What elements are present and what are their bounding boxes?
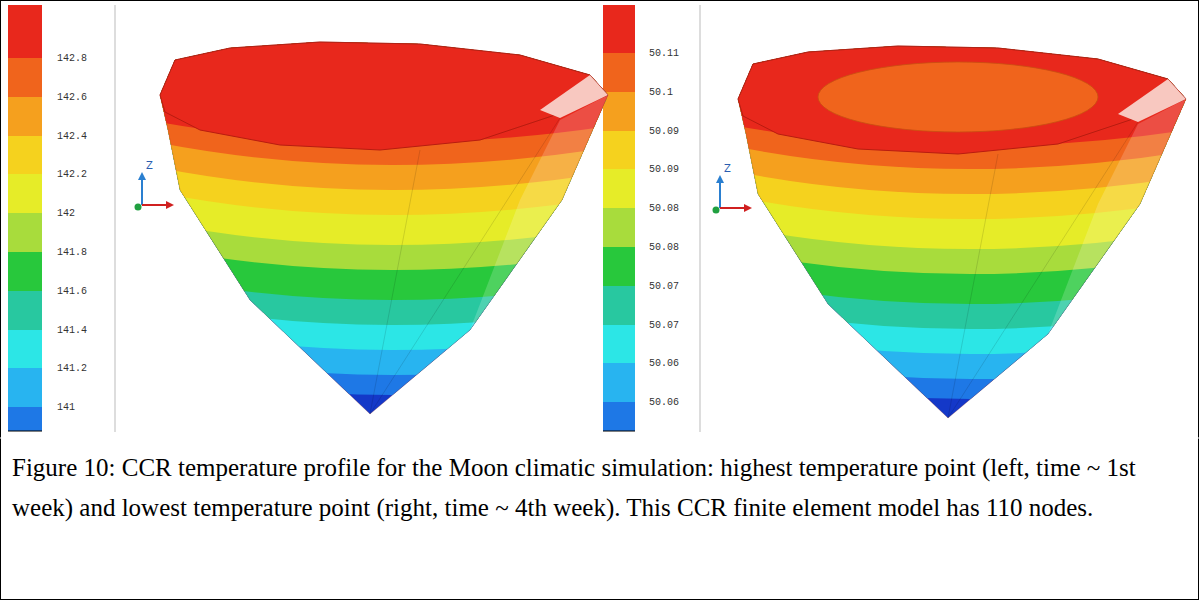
bar-segment xyxy=(8,97,42,136)
scale-value: 142.4 xyxy=(56,130,88,141)
arrow-head xyxy=(138,172,146,180)
bar-segment xyxy=(603,92,635,131)
arrow-head xyxy=(744,204,752,212)
arrow-head xyxy=(716,175,724,183)
figure-caption: Figure 10: CCR temperature profile for t… xyxy=(12,448,1192,528)
scale-value: 50.08 xyxy=(648,242,680,253)
bar-segment xyxy=(603,402,635,431)
bar-segment xyxy=(8,58,42,97)
scale-value: 50.09 xyxy=(648,164,680,175)
scale-value: 50.1 xyxy=(648,86,674,97)
scale-value: 50.07 xyxy=(648,280,680,291)
scale-value: 142.6 xyxy=(56,91,88,102)
axis-triad xyxy=(713,175,753,214)
axis-label: Z xyxy=(146,160,153,171)
bar-segment xyxy=(603,247,635,286)
scale-value: 141 xyxy=(56,402,76,413)
bar-segment xyxy=(8,407,42,431)
separator xyxy=(700,5,701,432)
arrow-head xyxy=(166,201,174,209)
bar-end xyxy=(8,431,42,432)
colour-bar xyxy=(603,5,635,431)
bar-segment xyxy=(8,291,42,330)
axis-label: Z xyxy=(724,163,731,174)
x-axis xyxy=(720,207,746,209)
bar-segment xyxy=(603,286,635,325)
scale-value: 50.09 xyxy=(648,125,680,136)
scale-value: 50.11 xyxy=(648,48,680,59)
spacer xyxy=(0,438,1201,439)
z-axis xyxy=(141,178,143,205)
bar-segment xyxy=(603,53,635,92)
scale-value: 50.06 xyxy=(648,358,680,369)
scale-value: 141.8 xyxy=(56,247,88,258)
bar-end xyxy=(603,431,635,432)
scale-value: 50.06 xyxy=(648,397,680,408)
top-inner-region xyxy=(818,62,1098,132)
scale-value: 141.2 xyxy=(56,363,88,374)
scale-value: 142.8 xyxy=(56,53,88,64)
ccr-model xyxy=(100,0,700,450)
scale-value: 142 xyxy=(56,208,76,219)
separator xyxy=(115,5,116,432)
ccr-model xyxy=(678,4,1201,454)
bar-segment xyxy=(8,252,42,291)
bar-segment xyxy=(8,213,42,252)
bar-segment xyxy=(603,5,635,53)
scale-value: 141.6 xyxy=(56,285,88,296)
scale-value: 50.07 xyxy=(648,319,680,330)
bar-segment xyxy=(8,174,42,213)
y-axis xyxy=(135,204,142,211)
axis-triad xyxy=(135,172,175,211)
scale-value: 141.4 xyxy=(56,324,88,335)
bar-segment xyxy=(603,363,635,402)
z-axis xyxy=(719,181,721,208)
bar-segment xyxy=(8,136,42,174)
bar-segment xyxy=(603,169,635,208)
x-axis xyxy=(142,204,168,206)
bar-segment xyxy=(8,330,42,368)
scale-value: 142.2 xyxy=(56,169,88,180)
bar-segment xyxy=(8,5,42,58)
scale-value: 50.08 xyxy=(648,203,680,214)
y-axis xyxy=(713,207,720,214)
bar-segment xyxy=(603,131,635,169)
bar-segment xyxy=(8,368,42,407)
bar-segment xyxy=(603,325,635,363)
colour-bar xyxy=(8,5,42,431)
bar-segment xyxy=(603,208,635,247)
